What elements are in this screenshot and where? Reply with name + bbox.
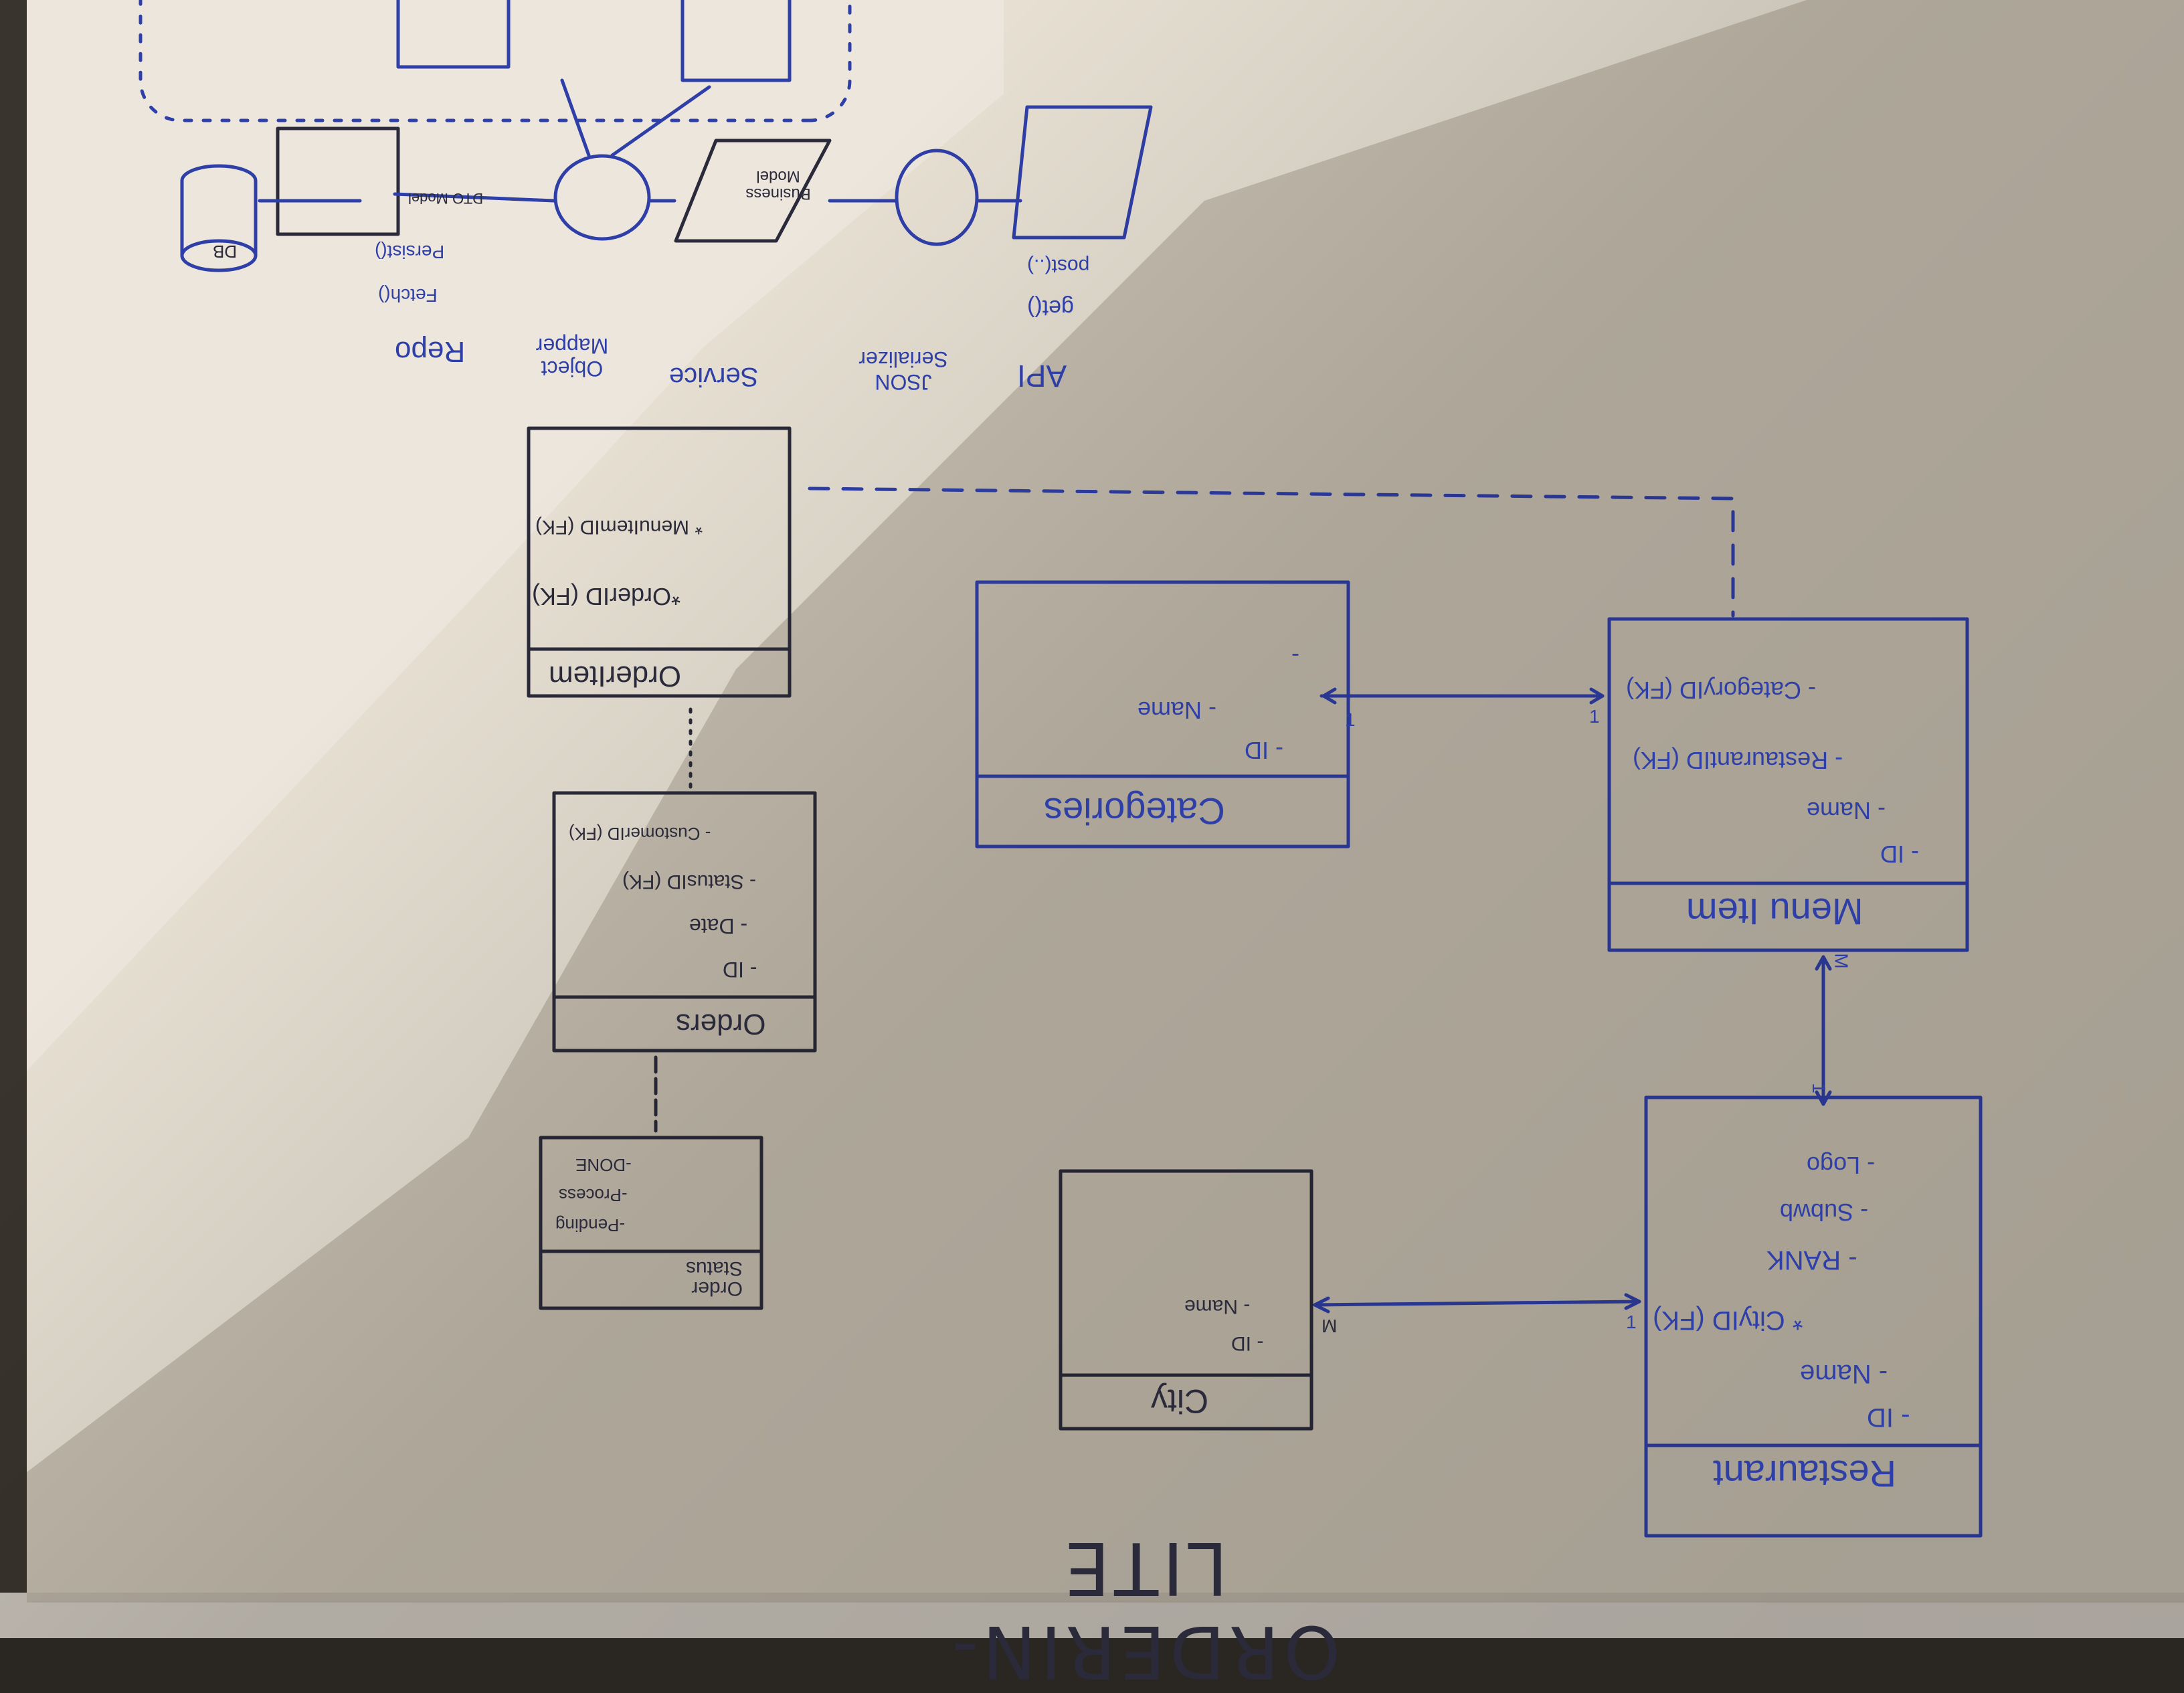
order-status-field-2: -Process <box>559 1185 628 1205</box>
menu-item-field-3: - RestaurantID (FK) <box>1633 747 1843 774</box>
orders-field-3: - StatusID (FK) <box>622 871 757 893</box>
menu-item-title: Menu Item <box>1686 891 1863 933</box>
repo-label: Repo <box>395 335 466 368</box>
restaurant-field-5: - Subwb <box>1780 1198 1869 1226</box>
restaurant-field-4: - RANK <box>1766 1245 1857 1275</box>
dto-model-label: DTO Model <box>408 190 484 207</box>
page-title: ORDERIN-LITE <box>947 1526 1341 1693</box>
order-item-field-1: *OrderID (FK) <box>532 583 681 610</box>
order-status-title: Order Status <box>685 1257 743 1300</box>
categories-title: Categories <box>1044 790 1225 832</box>
menu-item-field-2: - Name <box>1807 797 1886 824</box>
orders-field-1: - ID <box>723 958 757 982</box>
cardinality-menu-m: M <box>1831 953 1852 969</box>
city-field-2: - Name <box>1184 1296 1251 1318</box>
restaurant-field-6: - Logo <box>1807 1152 1876 1179</box>
restaurant-field-1: - ID <box>1867 1403 1910 1432</box>
menu-item-field-4: - CategoryID (FK) <box>1626 677 1817 704</box>
restaurant-field-2: - Name <box>1800 1359 1888 1389</box>
order-item-title: OrderItem <box>549 660 682 693</box>
categories-field-3: - <box>1291 643 1299 671</box>
city-field-1: - ID <box>1231 1332 1264 1354</box>
repo-method-fetch: Fetch() <box>378 285 438 306</box>
orders-title: Orders <box>676 1008 766 1041</box>
city-title: City <box>1151 1383 1209 1420</box>
cardinality-menuitem-1: 1 <box>1589 706 1600 727</box>
cardinality-city-m: M <box>1322 1316 1338 1336</box>
categories-field-2: - Name <box>1138 697 1217 724</box>
api-method-post: post(..) <box>1027 255 1090 277</box>
order-status-field-1: -Pending <box>555 1215 626 1235</box>
menu-item-field-1: - ID <box>1880 840 1919 868</box>
business-model-label: Business Model <box>745 167 811 203</box>
whiteboard-photo <box>0 0 2184 1638</box>
order-item-field-2: * MenuItemID (FK) <box>535 516 703 538</box>
api-label: API <box>1017 359 1067 393</box>
repo-method-persist: Persist() <box>375 242 445 262</box>
object-mapper-label: Object Mapper <box>535 334 609 381</box>
cardinality-categories-1: 1 <box>1345 709 1356 730</box>
lighting-shadow <box>0 0 2184 1638</box>
service-label: Service <box>669 362 759 391</box>
restaurant-title: Restaurant <box>1713 1453 1896 1495</box>
restaurant-field-3: * CityID (FK) <box>1653 1306 1803 1335</box>
cardinality-restaurant-1: 1 <box>1808 1083 1829 1093</box>
categories-field-1: - ID <box>1245 737 1283 764</box>
db-label: DB <box>213 242 238 262</box>
orders-field-4: - CustomerID (FK) <box>569 824 711 844</box>
cardinality-restaurant-city-1: 1 <box>1626 1312 1637 1332</box>
json-serializer-label: JSON Serializer <box>858 347 948 394</box>
order-status-field-3: -DONE <box>575 1155 632 1175</box>
orders-field-2: - Date <box>689 914 748 938</box>
api-method-get: get() <box>1027 295 1074 321</box>
